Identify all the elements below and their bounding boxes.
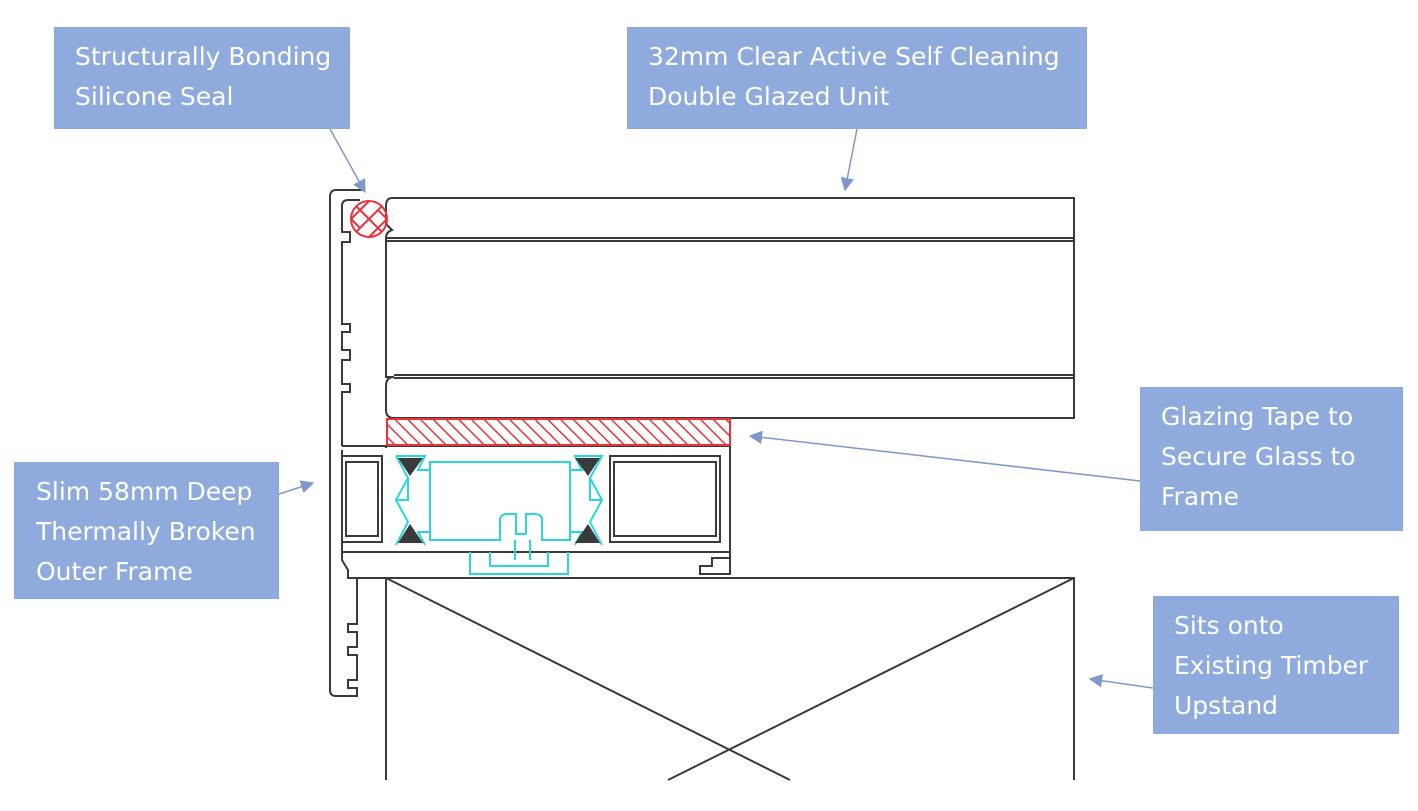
leader-glazing-tape	[748, 430, 1141, 482]
callout-line: Slim 58mm Deep	[36, 477, 253, 506]
thermal-break-claws	[398, 458, 600, 543]
callout-silicone-seal: Structurally Bonding Silicone Seal	[54, 27, 350, 129]
silicone-seal	[350, 200, 388, 238]
callout-line: Outer Frame	[36, 557, 193, 586]
callout-line: Double Glazed Unit	[648, 82, 890, 111]
callout-outer-frame: Slim 58mm Deep Thermally Broken Outer Fr…	[14, 462, 279, 599]
glazing-tape	[386, 418, 731, 446]
leader-glazed-unit	[840, 128, 858, 192]
thermal-break	[394, 455, 604, 575]
leader-timber-upstand	[1088, 674, 1154, 689]
callout-line: Frame	[1161, 482, 1239, 511]
callout-timber-upstand: Sits onto Existing Timber Upstand	[1153, 596, 1399, 734]
callout-glazing-tape: Glazing Tape to Secure Glass to Frame	[1140, 387, 1403, 531]
double-glazed-unit	[385, 197, 1075, 419]
callout-line: 32mm Clear Active Self Cleaning	[648, 42, 1060, 71]
callout-line: Thermally Broken	[36, 517, 256, 546]
callout-line: Secure Glass to	[1161, 442, 1356, 471]
callout-line: Silicone Seal	[75, 82, 234, 111]
callout-line: Upstand	[1174, 691, 1279, 720]
leader-outer-frame	[278, 480, 315, 495]
callout-line: Sits onto	[1174, 611, 1284, 640]
callout-line: Structurally Bonding	[75, 42, 332, 71]
callout-line: Existing Timber	[1174, 651, 1369, 680]
leader-arrows	[278, 128, 1154, 689]
leader-silicone-seal	[329, 128, 366, 194]
callout-line: Glazing Tape to	[1161, 402, 1354, 431]
timber-upstand	[385, 577, 1075, 781]
callout-glazed-unit: 32mm Clear Active Self Cleaning Double G…	[627, 27, 1087, 129]
